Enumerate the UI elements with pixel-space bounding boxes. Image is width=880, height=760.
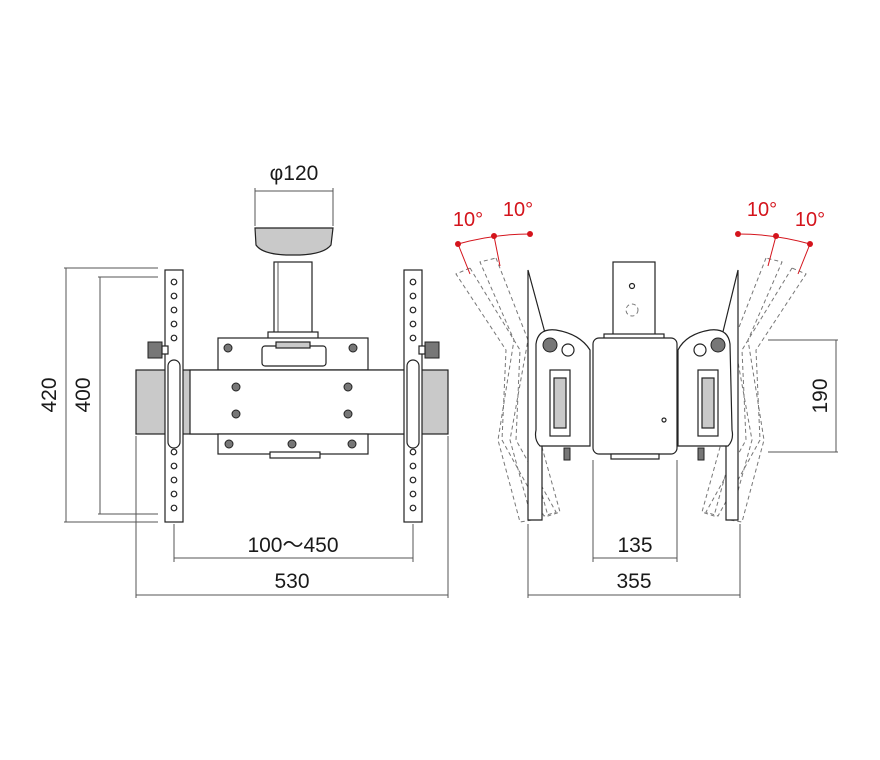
screw [223,343,233,353]
left-hinge-screw [563,447,571,461]
tilt-dot [807,241,813,247]
screw [343,382,353,392]
screw [224,439,234,449]
central-housing [592,337,678,455]
depth-label: 190 [809,378,832,413]
left-knob [147,341,163,359]
left-knob-stem [161,345,169,355]
screw [348,343,358,353]
right-rail-holes [409,278,417,512]
screw [231,409,241,419]
adjust-range-label: 100〜450 [247,534,338,557]
width-label: 530 [274,570,309,593]
left-rail-holes [170,278,178,512]
column-width-label: 135 [617,534,652,557]
front-view: φ120 [38,162,449,598]
housing-base [610,453,660,460]
screw [287,439,297,449]
tilt-ghost-right [701,257,807,523]
side-pole [612,261,656,337]
right-hinge-nut [693,343,707,357]
left-hinge-insert [553,377,567,429]
angle-left-inner-label: 10° [503,199,533,221]
tilt-dot [735,231,741,237]
angle-right-outer-label: 10° [795,209,825,231]
ceiling-flange [254,227,334,256]
right-hinge-knob [710,337,726,353]
tilt-dot [491,233,497,239]
angle-left-outer-label: 10° [453,209,483,231]
pole-pin [628,282,636,290]
tilt-line-right-inner [767,235,777,267]
left-hinge-nut [561,343,575,357]
housing-pin [661,417,667,423]
left-rail-slot [167,359,181,449]
angle-right-inner-label: 10° [747,199,777,221]
right-knob-stem [418,345,426,355]
tilt-line-left-inner [493,235,501,267]
right-rail-slot [406,359,420,449]
right-hinge-insert [701,377,715,429]
tilt-dot [455,241,461,247]
tilt-line-left-outer [457,243,471,275]
height-inner-label: 400 [72,377,95,412]
left-hinge-knob [542,337,558,353]
tilt-ghost-left [455,257,561,523]
crossbar-center [189,369,411,435]
tilt-line-right-outer [797,243,811,275]
upper-plate-hinge [275,341,311,349]
tilt-dot [773,233,779,239]
tilt-dot [527,231,533,237]
right-knob [424,341,440,359]
side-view: 10° 10° 10° 10° 190 135 355 [453,199,838,598]
upper-plate-slot [261,345,327,367]
pole-hidden-bolt [625,303,639,317]
lower-plate-lip [269,451,321,459]
screw [347,439,357,449]
pole [273,261,313,335]
total-depth-label: 355 [616,570,651,593]
height-outer-label: 420 [38,377,61,412]
screw [343,409,353,419]
screw [231,382,241,392]
right-hinge-screw [697,447,705,461]
diameter-label: φ120 [270,162,319,185]
